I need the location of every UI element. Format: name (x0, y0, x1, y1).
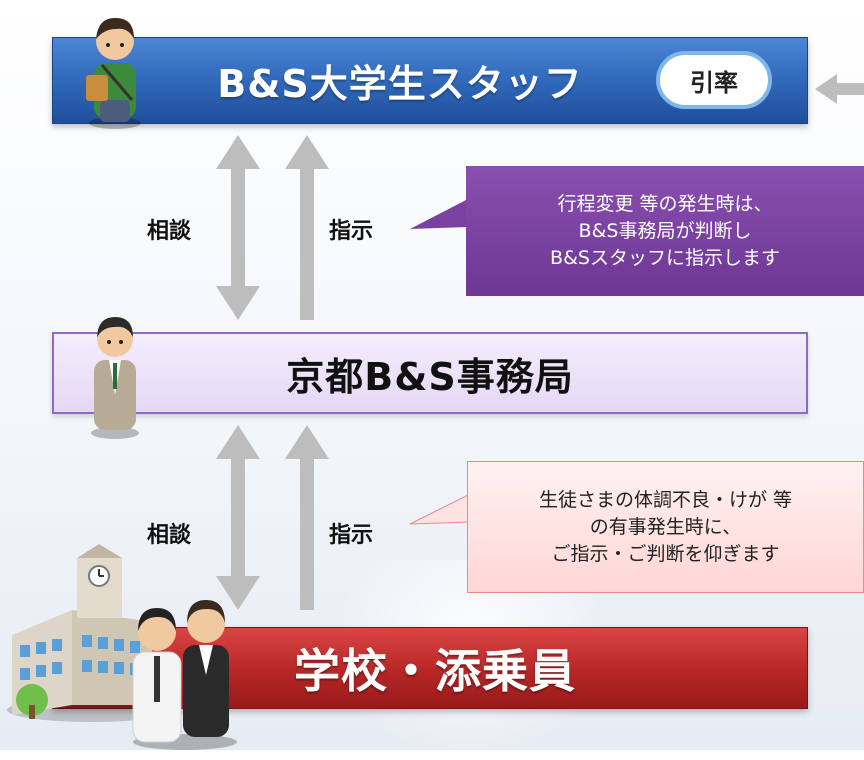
lower-consult-label: 相談 (147, 523, 192, 548)
escort-badge-label: 引率 (690, 68, 738, 97)
upper-callout-pointer (410, 199, 468, 229)
upper-consult-arrow-icon (216, 135, 260, 320)
lower-callout-line-2: の有事発生時に、 (589, 515, 742, 538)
lower-instruct-arrow-icon (285, 425, 329, 610)
incoming-arrow-icon (815, 74, 864, 104)
lower-consult-arrow-icon (216, 425, 260, 610)
upper-callout: 行程変更 等の発生時は、 B&S事務局が判断し B&Sスタッフに指示します (466, 166, 864, 296)
lower-callout: 生徒さまの体調不良・けが 等 の有事発生時に、 ご指示・ご判断を仰ぎます (467, 461, 864, 593)
lower-callout-line-1: 生徒さまの体調不良・けが 等 (538, 488, 793, 511)
upper-callout-line-3: B&Sスタッフに指示します (550, 246, 780, 269)
office-staff-icon (91, 317, 139, 439)
teachers-icon (132, 600, 237, 750)
upper-callout-line-2: B&S事務局が判断し (578, 219, 752, 242)
office-node: 京都B&S事務局 (52, 332, 808, 414)
upper-callout-line-1: 行程変更 等の発生時は、 (557, 192, 773, 215)
staff-title: B&S大学生スタッフ (217, 62, 583, 106)
office-title: 京都B&S事務局 (286, 354, 574, 399)
lower-callout-line-3: ご指示・ご判断を仰ぎます (551, 542, 780, 565)
school-title: 学校・添乗員 (294, 644, 576, 698)
staff-node: B&S大学生スタッフ 引率 (52, 37, 808, 124)
upper-instruct-arrow-icon (285, 135, 329, 320)
escort-badge: 引率 (656, 51, 772, 109)
student-staff-icon (86, 17, 141, 129)
upper-consult-label: 相談 (147, 219, 192, 244)
lower-callout-pointer (409, 493, 471, 525)
lower-instruct-label: 指示 (329, 523, 374, 548)
upper-instruct-label: 指示 (329, 219, 374, 244)
